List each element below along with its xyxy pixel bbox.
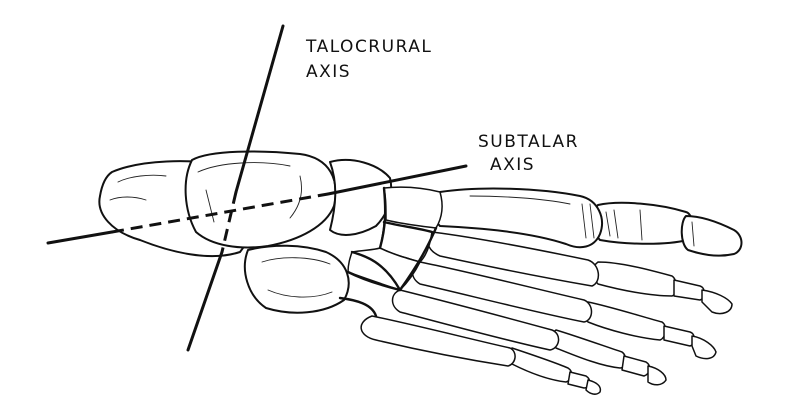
cuboid <box>243 244 350 314</box>
hallux-phalanges <box>591 201 743 257</box>
navicular <box>329 158 393 236</box>
talocrural-label-line1: TALOCRURAL <box>305 37 432 57</box>
subtalar-label-line2: AXIS <box>490 155 535 175</box>
tarsal-bones <box>98 150 443 318</box>
talocrural-axis-line <box>186 24 285 352</box>
third-toe-phalanges <box>582 301 717 360</box>
talocrural-label-line2: AXIS <box>306 62 351 82</box>
subtalar-axis-line <box>46 164 468 245</box>
second-toe-phalanges <box>592 261 733 315</box>
metatarsals <box>360 187 603 367</box>
subtalar-label-line1: SUBTALAR <box>478 132 579 152</box>
talus <box>184 150 337 249</box>
fifth-toe-phalanges <box>506 347 602 395</box>
